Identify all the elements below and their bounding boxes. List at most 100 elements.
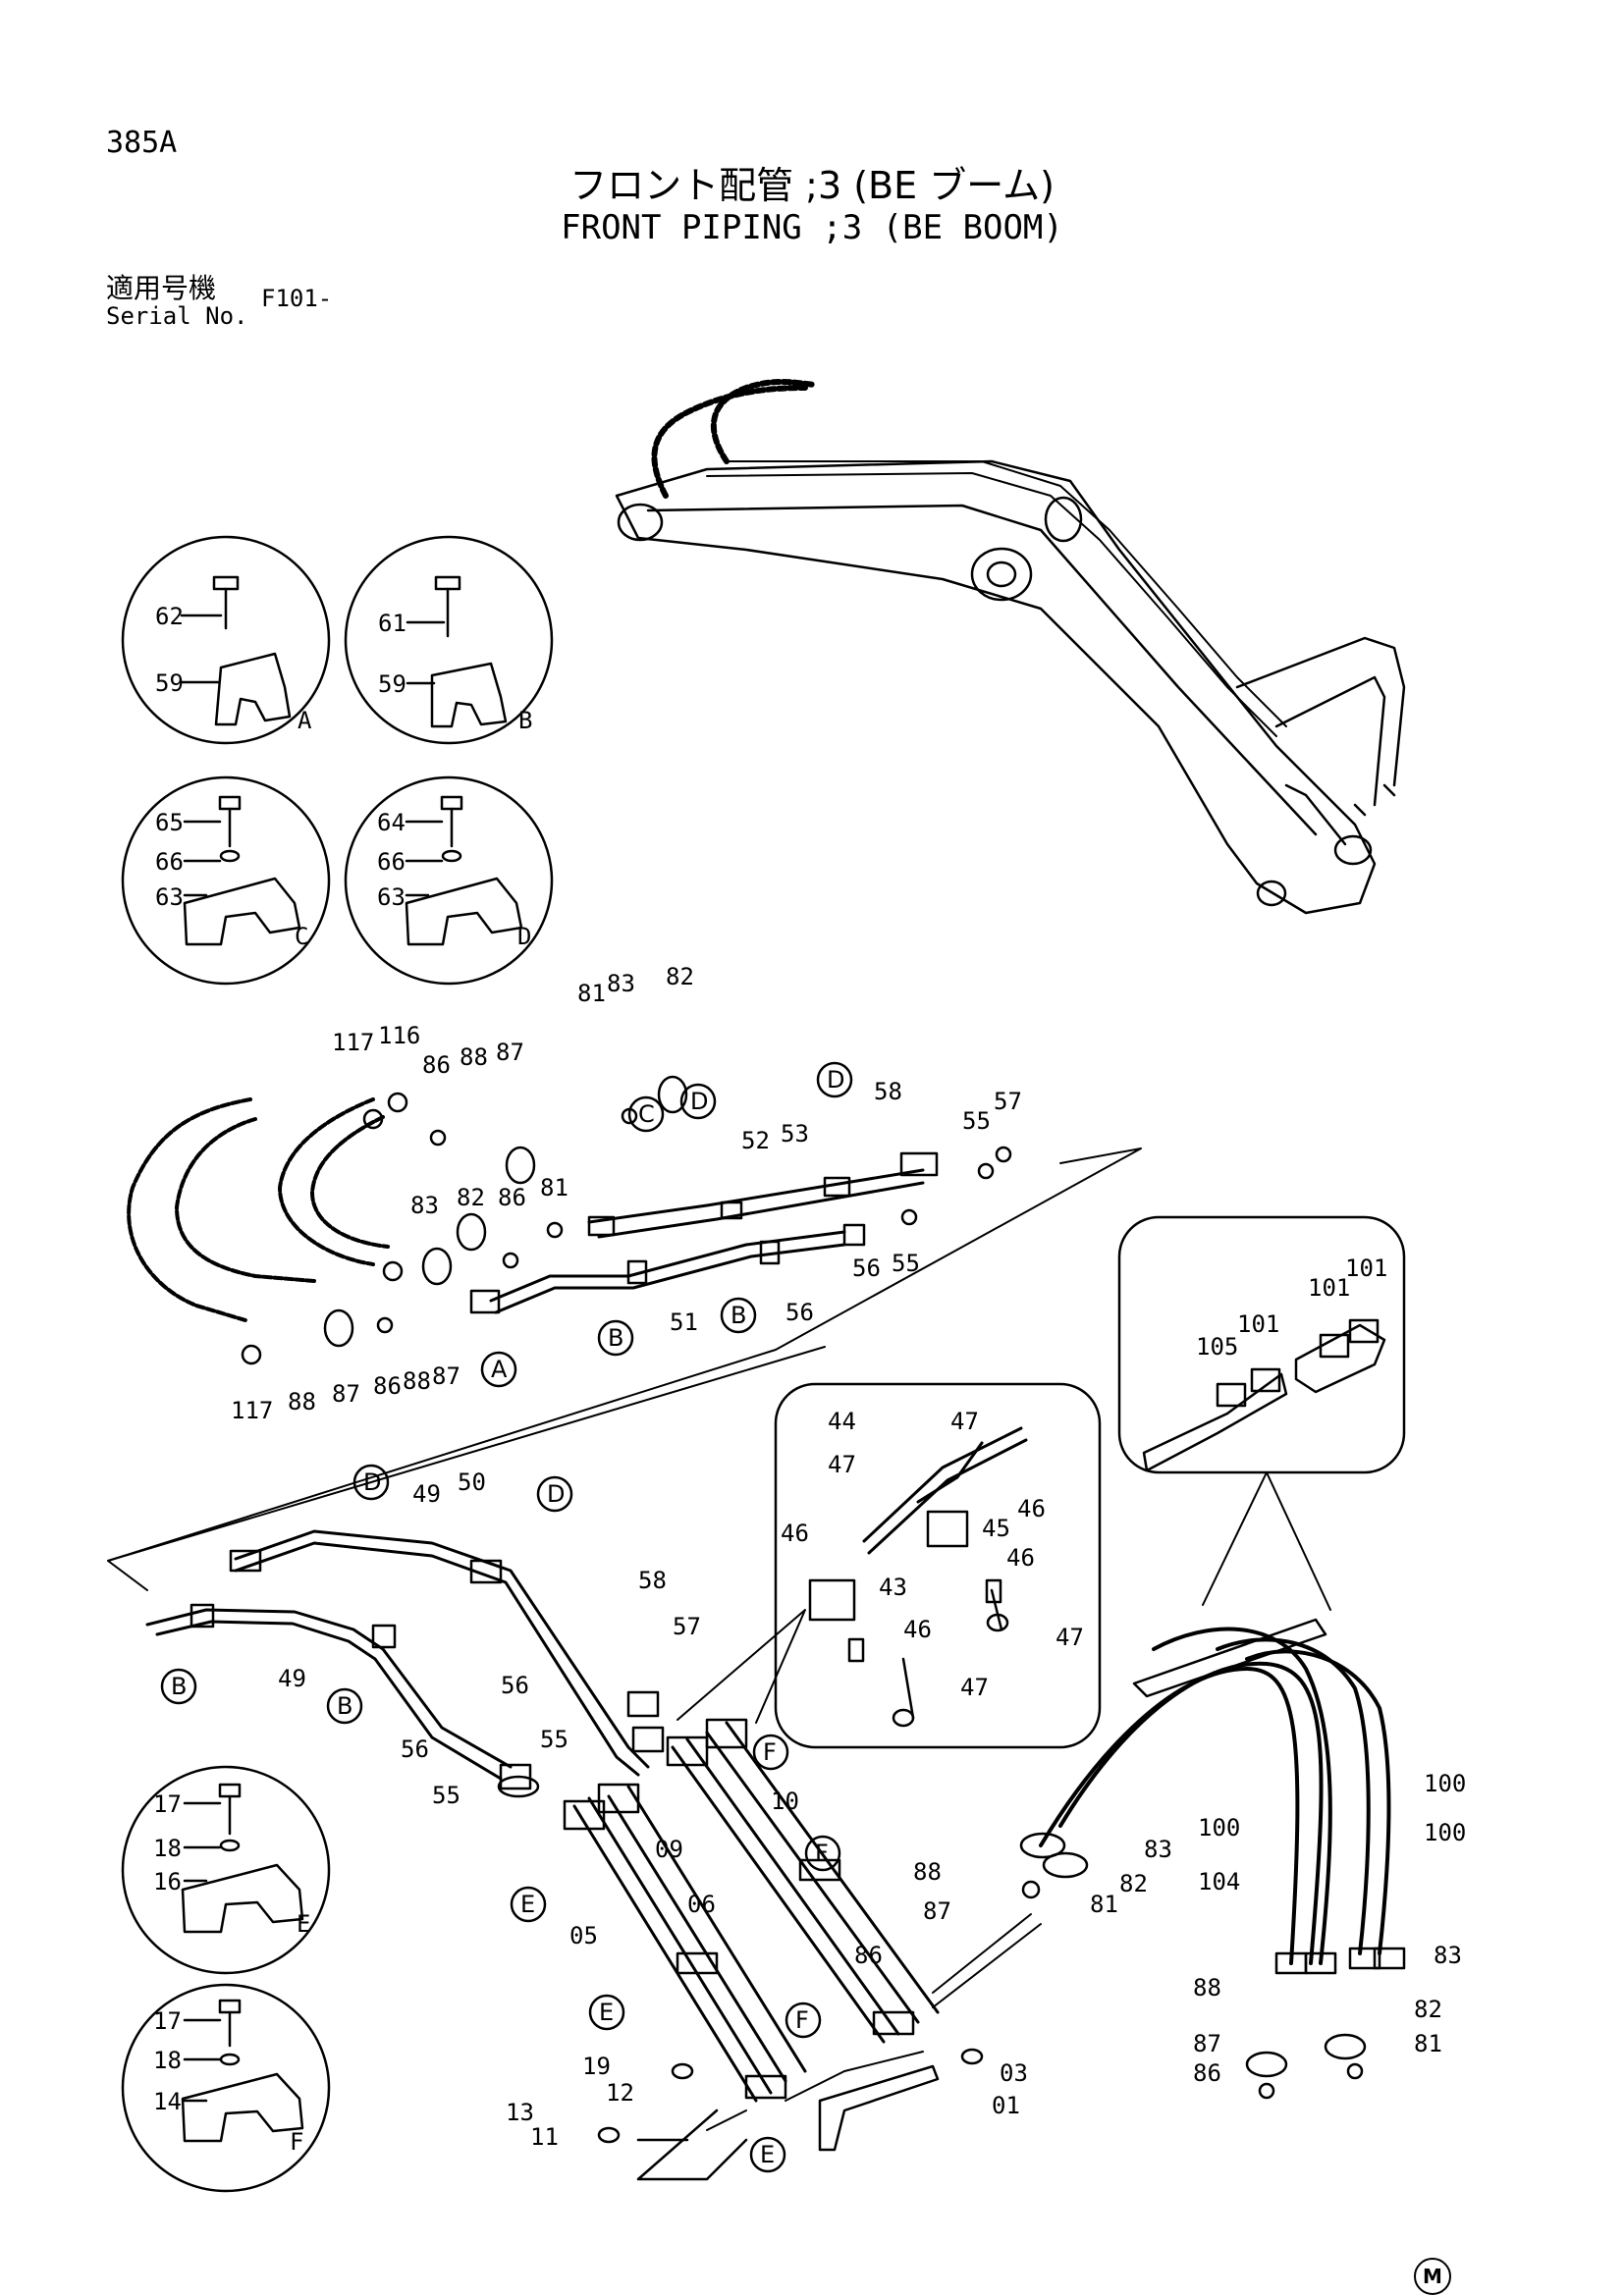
detail-id-b: B xyxy=(518,707,532,734)
part-label: 57 xyxy=(994,1088,1022,1115)
part-label: 58 xyxy=(874,1078,902,1105)
callout-b: B xyxy=(608,1324,623,1352)
part-label-65: 65 xyxy=(155,809,184,836)
part-label: 55 xyxy=(892,1250,920,1277)
part-label: 47 xyxy=(960,1674,989,1701)
callout-f: F xyxy=(795,2006,809,2034)
part-label: 87 xyxy=(1193,2030,1221,2057)
right-hose-assembly xyxy=(1019,1618,1406,2100)
part-label-63: 63 xyxy=(377,883,406,911)
part-label: 49 xyxy=(412,1480,441,1508)
part-label: 88 xyxy=(1193,1974,1221,2002)
part-label: 82 xyxy=(1414,1996,1442,2023)
part-label-17: 17 xyxy=(153,1790,182,1818)
part-label-16: 16 xyxy=(153,1868,182,1896)
part-label: 81 xyxy=(577,980,606,1007)
middle-piping-assembly xyxy=(107,1346,826,1798)
detail-id-a: A xyxy=(298,707,312,734)
part-label: 56 xyxy=(852,1255,881,1282)
part-label: 53 xyxy=(781,1120,809,1148)
callout-e: E xyxy=(520,1891,535,1918)
page-code: 385A xyxy=(106,126,178,160)
part-label: 47 xyxy=(828,1451,856,1478)
part-label: 13 xyxy=(506,2099,534,2126)
part-label: 86 xyxy=(1193,2059,1221,2087)
boom-illustration xyxy=(615,378,1406,915)
part-label-59: 59 xyxy=(155,669,184,697)
part-label-64: 64 xyxy=(377,809,406,836)
title-english: FRONT PIPING ;3 (BE BOOM) xyxy=(561,208,1063,247)
part-label: 100 xyxy=(1424,1770,1466,1797)
part-label: 83 xyxy=(410,1192,439,1219)
part-label: 09 xyxy=(655,1836,683,1863)
part-label: 86 xyxy=(498,1184,526,1211)
part-number-labels: 117 116 86 88 87 81 83 82 58 55 57 52 53… xyxy=(231,963,1466,2151)
part-label: 87 xyxy=(432,1362,460,1390)
part-label: 81 xyxy=(1414,2030,1442,2057)
part-label: 46 xyxy=(1006,1544,1035,1572)
part-label: 81 xyxy=(540,1174,568,1201)
part-label: 03 xyxy=(1000,2059,1028,2087)
part-label: 87 xyxy=(496,1039,524,1066)
callout-e: E xyxy=(760,2141,775,2168)
callout-f: F xyxy=(815,1840,829,1867)
part-label-17: 17 xyxy=(153,2007,182,2035)
callout-b: B xyxy=(731,1302,746,1329)
part-label: 100 xyxy=(1424,1819,1466,1846)
part-label-18: 18 xyxy=(153,1835,182,1862)
part-label: 117 xyxy=(332,1029,374,1056)
serial-label-japanese: 適用号機 xyxy=(106,272,217,304)
part-label: 117 xyxy=(231,1397,273,1424)
part-label: 82 xyxy=(666,963,694,990)
part-label: 57 xyxy=(673,1613,701,1640)
callout-b: B xyxy=(171,1673,187,1700)
part-label-18: 18 xyxy=(153,2047,182,2074)
detail-id-f: F xyxy=(290,2128,303,2156)
part-label: 46 xyxy=(903,1616,932,1643)
part-label: 86 xyxy=(854,1942,883,1969)
part-label: 50 xyxy=(458,1468,486,1496)
detail-id-e: E xyxy=(297,1910,310,1938)
part-label: 10 xyxy=(771,1788,799,1815)
part-label: 47 xyxy=(950,1408,979,1435)
detail-id-d: D xyxy=(517,923,531,950)
part-label: 86 xyxy=(422,1051,451,1079)
part-label: 46 xyxy=(1017,1495,1046,1522)
part-label: 45 xyxy=(982,1515,1010,1542)
part-label: 56 xyxy=(401,1735,429,1763)
part-label: 55 xyxy=(432,1782,460,1809)
part-label: 82 xyxy=(1119,1870,1148,1897)
part-label: 49 xyxy=(278,1665,306,1692)
title-japanese: フロント配管 ;3 (BE ブーム) xyxy=(569,164,1055,207)
part-label: 88 xyxy=(288,1388,316,1415)
part-label: 101 xyxy=(1237,1310,1279,1338)
detail-circle-f: 17 18 14 F xyxy=(121,1983,331,2193)
part-label: 81 xyxy=(1090,1891,1118,1918)
part-label: 105 xyxy=(1196,1333,1238,1361)
detail-circle-e: 17 18 16 E xyxy=(121,1765,331,1975)
callout-a: A xyxy=(491,1356,508,1383)
part-label-62: 62 xyxy=(155,603,184,630)
part-label: 83 xyxy=(607,970,635,997)
upper-piping-assembly xyxy=(107,1075,1142,1591)
part-label: 05 xyxy=(569,1922,598,1949)
part-label: 58 xyxy=(638,1567,667,1594)
part-label: 104 xyxy=(1198,1868,1240,1896)
callout-e: E xyxy=(599,1999,614,2026)
part-label: 87 xyxy=(332,1380,360,1408)
manufacturer-mark: M xyxy=(1414,2258,1451,2295)
callout-b: B xyxy=(337,1692,352,1720)
part-label: 44 xyxy=(828,1408,856,1435)
detail-circle-d: 64 66 63 D xyxy=(344,775,554,986)
part-label: 51 xyxy=(670,1308,698,1336)
callout-letters: A B B C D D D D B B F F F E E E xyxy=(160,1061,853,2173)
part-label: 83 xyxy=(1144,1836,1172,1863)
part-label: 19 xyxy=(582,2053,611,2080)
part-label-14: 14 xyxy=(153,2088,182,2115)
part-label: 88 xyxy=(460,1043,488,1071)
part-label: 43 xyxy=(879,1574,907,1601)
part-label: 88 xyxy=(403,1367,431,1395)
callout-d: D xyxy=(690,1088,708,1115)
